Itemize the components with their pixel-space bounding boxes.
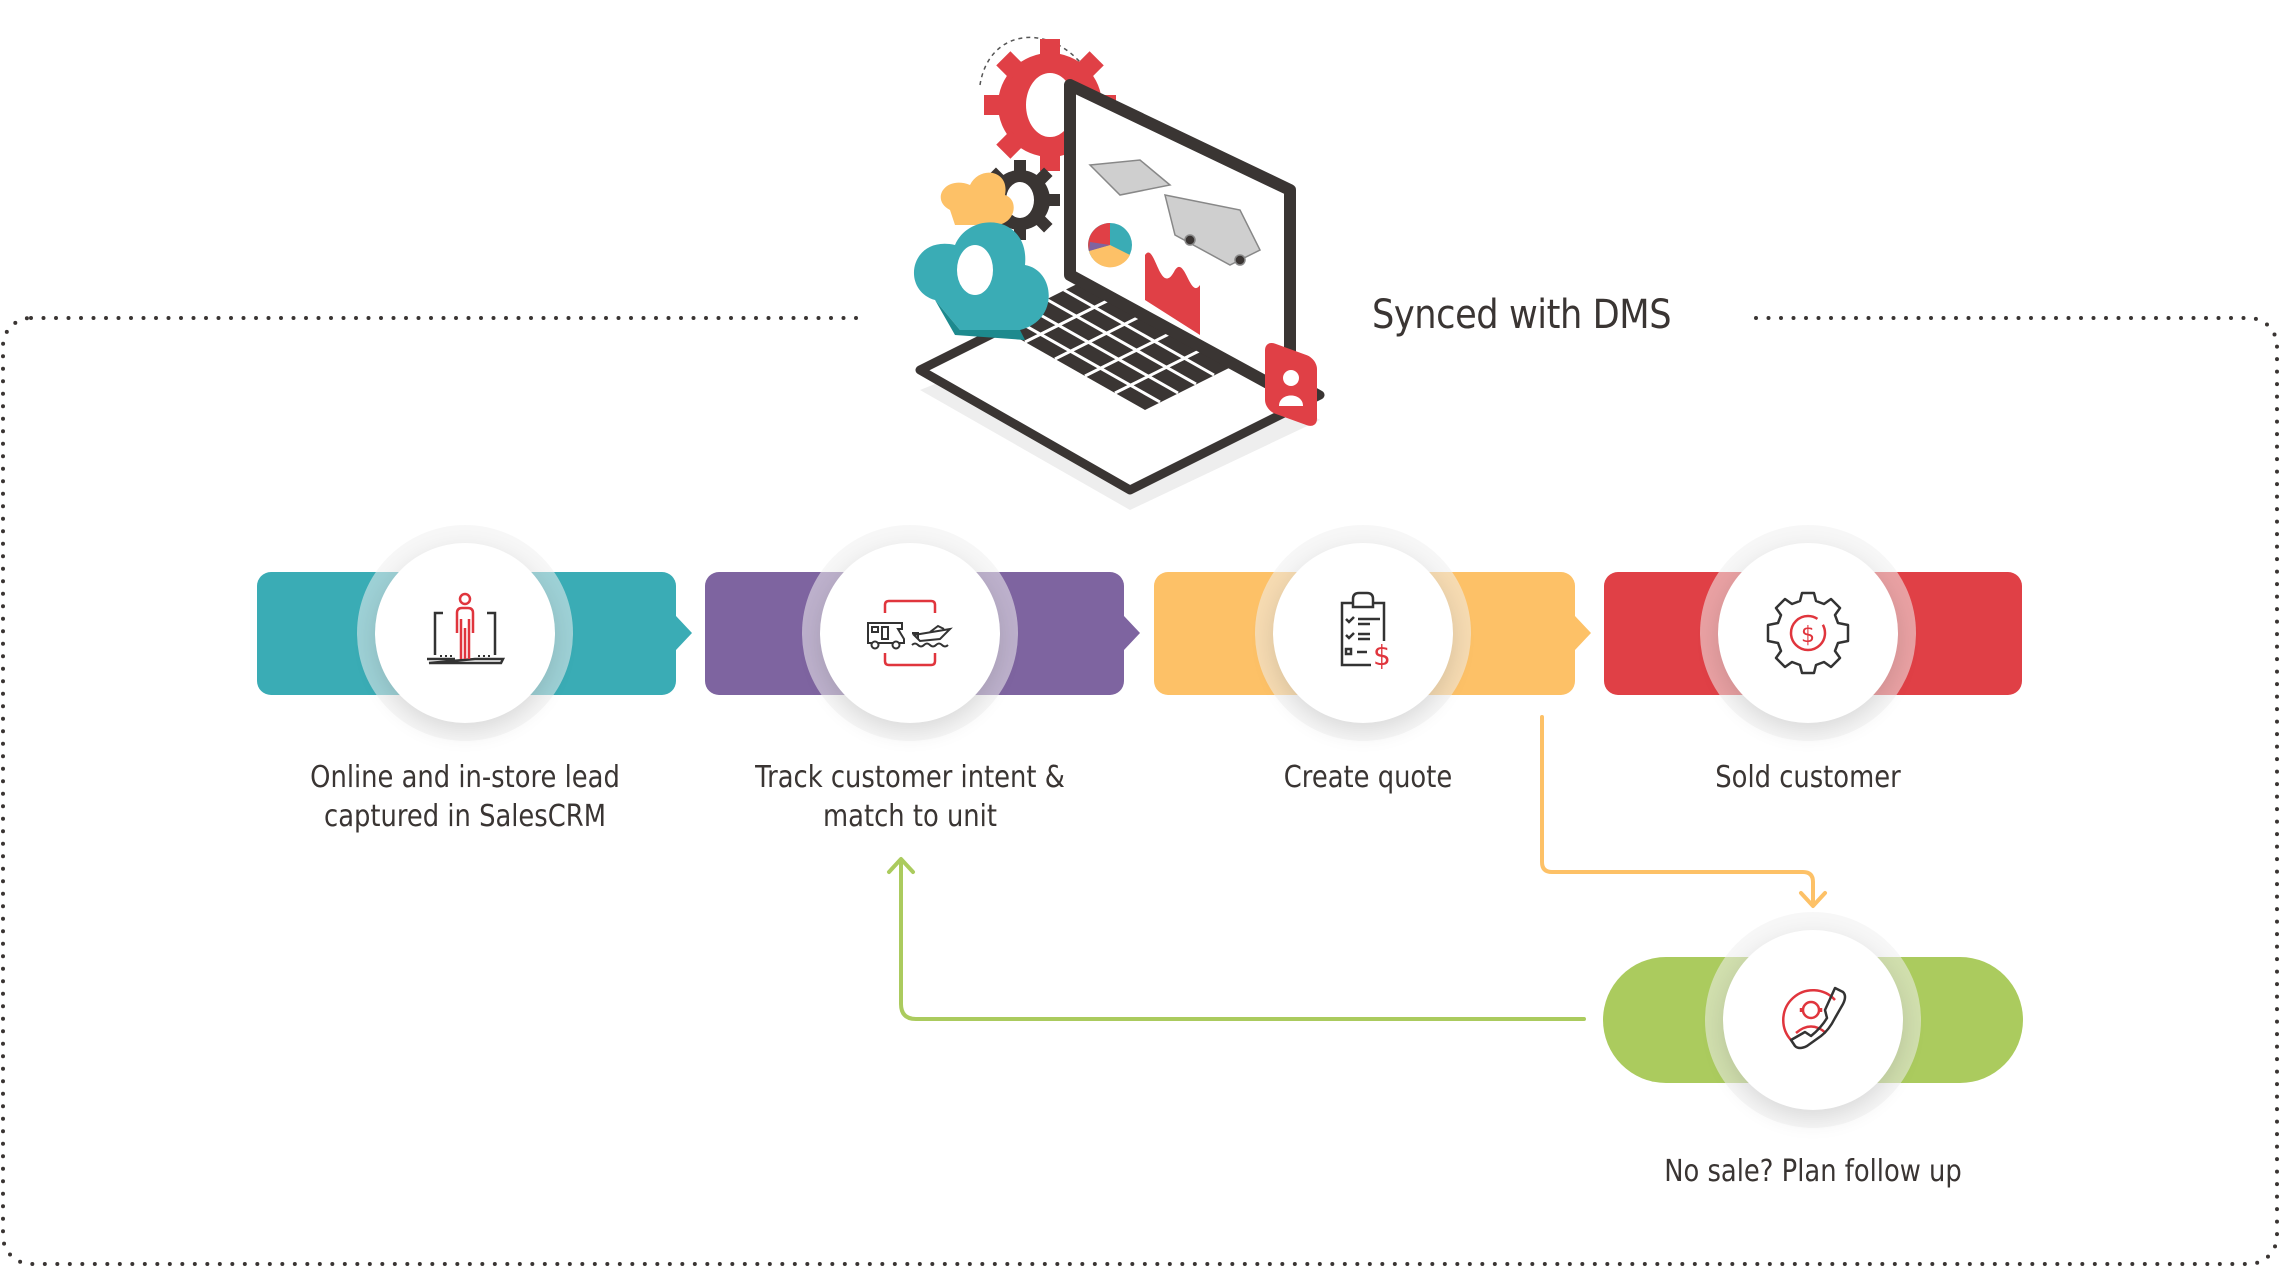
step-circle-sold: $ [1718,543,1898,723]
laptop-illustration [913,36,1325,510]
step-arrow-lead [676,616,692,650]
screen-wave-chart [1145,252,1200,335]
screen-pie-chart [1088,223,1132,268]
step-label-track-line2: match to unit [823,799,997,834]
step-label-lead-line2: captured in SalesCRM [324,799,606,834]
header-title: Synced with DMS [1372,292,1672,338]
user-badge-icon [1265,342,1317,426]
svg-text:$: $ [1373,639,1391,672]
cloud-icon [913,172,1049,340]
person-in-laptop-icon [427,592,506,665]
step-circle-followup [1723,930,1903,1110]
step-label-sold: Sold customer [1636,758,1980,797]
step-arrow-track [1124,616,1140,650]
checklist-dollar-icon: $ [1340,591,1391,672]
step-label-quote: Create quote [1196,758,1540,797]
followup-label: No sale? Plan follow up [1664,1154,1962,1189]
step-label-track: Track customer intent & match to unit [738,758,1082,836]
step-arrow-quote [1575,616,1591,650]
step-label-quote-line1: Create quote [1283,760,1453,795]
step-circle-lead [375,543,555,723]
step-label-track-line1: Track customer intent & [755,760,1065,795]
step-label-lead: Online and in-store lead captured in Sal… [293,758,637,836]
gear-dollar-icon: $ [1766,591,1850,675]
agent-phone-icon [1782,986,1847,1050]
svg-text:$: $ [1801,623,1815,648]
step-circle-quote: $ [1273,543,1453,723]
step-label-sold-line1: Sold customer [1715,760,1901,795]
step-circle-track [820,543,1000,723]
rv-and-boat-icon [867,599,953,667]
step-label-lead-line1: Online and in-store lead [310,760,620,795]
screen-vehicles [1088,159,1262,266]
